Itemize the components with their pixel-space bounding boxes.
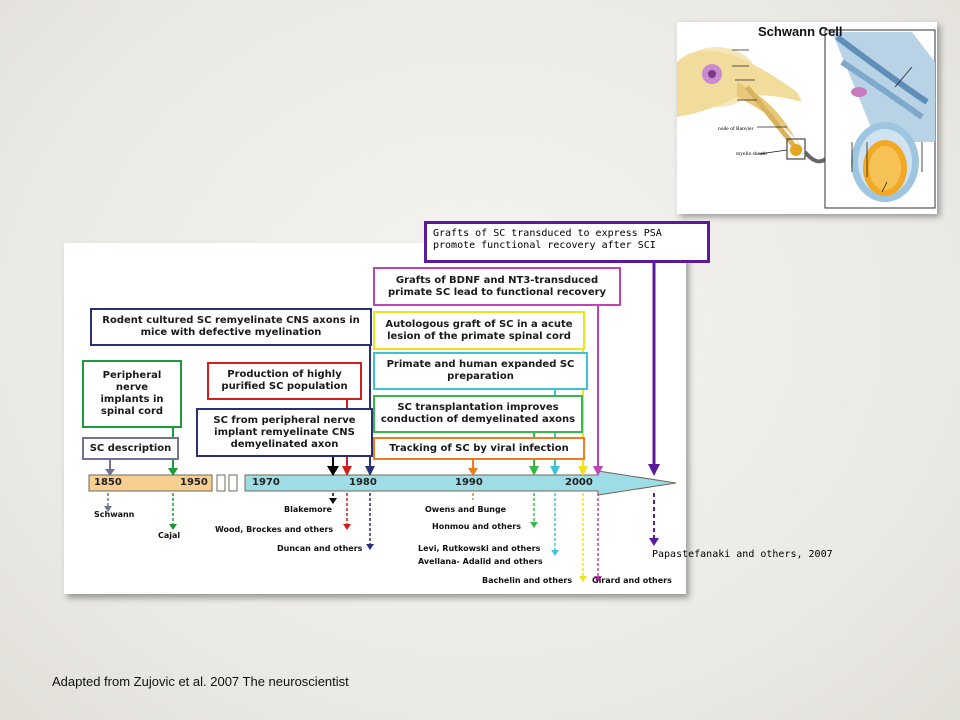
box-bdnf-nt3: Grafts of BDNF and NT3-transduced primat… <box>373 267 621 306</box>
schwann-cell-illustration <box>677 22 937 214</box>
year-1970: 1970 <box>252 477 280 488</box>
box-peripheral-nerve: Peripheral nerve implants in spinal cord <box>82 360 182 428</box>
year-1950: 1950 <box>180 477 208 488</box>
schwann-cell-drawing <box>677 29 936 209</box>
myelin-sheath-label: myelin sheath <box>736 151 767 157</box>
ref-wood-brockes: Wood, Brockes and others <box>215 525 334 534</box>
box-tracking-viral: Tracking of SC by viral infection <box>373 437 585 460</box>
box-rodent-remyelinate: Rodent cultured SC remyelinate CNS axons… <box>90 308 372 346</box>
ref-bachelin: Bachelin and others <box>482 576 573 585</box>
ref-levi-rutkowski: Levi, Rutkowski and others <box>418 544 541 553</box>
box-production-purified: Production of highly purified SC populat… <box>207 362 362 400</box>
year-1850: 1850 <box>94 477 122 488</box>
node-of-ranvier-label: node of Ranvier <box>718 126 754 132</box>
year-1990: 1990 <box>455 477 483 488</box>
ref-duncan: Duncan and others <box>277 544 363 553</box>
inset-title: Schwann Cell <box>758 24 843 39</box>
ref-papastefanaki: Papastefanaki and others, 2007 <box>652 549 833 560</box>
box-sc-description: SC description <box>82 437 179 460</box>
box-transplantation: SC transplantation improves conduction o… <box>373 395 583 433</box>
box-autologous-graft: Autologous graft of SC in a acute lesion… <box>373 311 585 350</box>
year-1980: 1980 <box>349 477 377 488</box>
ref-avellana-adalid: Avellana- Adalid and others <box>418 557 543 566</box>
ref-schwann: Schwann <box>94 510 135 519</box>
box-psa-grafts: Grafts of SC transduced to express PSA p… <box>424 221 710 263</box>
ref-owens-bunge: Owens and Bunge <box>425 505 507 514</box>
ref-blakemore: Blakemore <box>284 505 332 514</box>
source-credit: Adapted from Zujovic et al. 2007 The neu… <box>52 674 349 689</box>
timeline-break-2 <box>228 474 238 492</box>
timeline-bar-early <box>88 474 213 492</box>
ref-honmou: Honmou and others <box>432 522 521 531</box>
ref-girard: Girard and others <box>592 576 672 585</box>
ref-cajal: Cajal <box>158 531 181 540</box>
year-2000: 2000 <box>565 477 593 488</box>
timeline-break-1 <box>216 474 226 492</box>
box-primate-human: Primate and human expanded SC preparatio… <box>373 352 588 390</box>
box-sc-from-peripheral: SC from peripheral nerve implant remyeli… <box>196 408 373 457</box>
